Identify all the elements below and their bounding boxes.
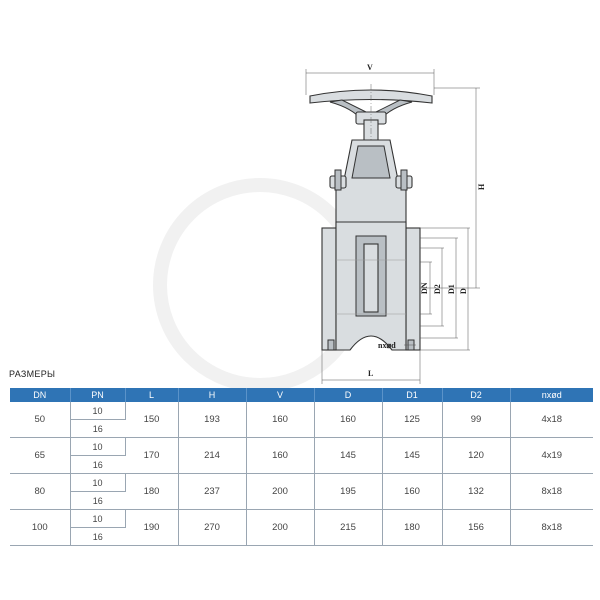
cell-d2: 99 <box>442 402 511 438</box>
cell-d: 215 <box>314 509 383 546</box>
label-nxd: nx⌀d <box>378 341 396 350</box>
cell-nxd: 8x18 <box>510 509 593 546</box>
cell-d2: 132 <box>442 473 511 510</box>
label-d2: D2 <box>433 284 442 294</box>
cell-h: 214 <box>178 437 247 474</box>
header-d1: D1 <box>382 388 443 402</box>
cell-pn: 16 <box>70 527 125 546</box>
cell-v: 160 <box>246 437 315 474</box>
header-h: H <box>178 388 247 402</box>
cell-d1: 180 <box>382 509 443 546</box>
cell-v: 200 <box>246 509 315 546</box>
cell-dn: 65 <box>10 437 71 474</box>
label-d: D <box>459 288 468 294</box>
cell-d1: 160 <box>382 473 443 510</box>
table-row: 50 10 150 193 160 160 125 99 4x18 <box>10 402 593 438</box>
header-pn: PN <box>70 388 126 402</box>
label-d1: D1 <box>447 284 456 294</box>
header-dn: DN <box>10 388 71 402</box>
label-h: H <box>477 183 486 190</box>
cell-pn: 16 <box>70 491 125 510</box>
dimensions-table: DN PN L H V D D1 D2 nxød 50 10 150 193 1… <box>10 388 593 546</box>
cell-l: 190 <box>125 509 179 546</box>
cell-d1: 145 <box>382 437 443 474</box>
header-d2: D2 <box>442 388 511 402</box>
cell-d: 160 <box>314 402 383 438</box>
cell-pn: 10 <box>70 437 126 456</box>
header-d: D <box>314 388 383 402</box>
cell-l: 180 <box>125 473 179 510</box>
cell-d2: 156 <box>442 509 511 546</box>
cell-l: 170 <box>125 437 179 474</box>
cell-nxd: 8x18 <box>510 473 593 510</box>
label-v: V <box>367 63 373 72</box>
cell-v: 200 <box>246 473 315 510</box>
table-row: 100 10 190 270 200 215 180 156 8x18 <box>10 509 593 546</box>
table-row: 80 10 180 237 200 195 160 132 8x18 <box>10 473 593 510</box>
cell-d: 195 <box>314 473 383 510</box>
header-nxd: nxød <box>510 388 593 402</box>
cell-pn: 16 <box>70 455 125 474</box>
cell-dn: 100 <box>10 509 71 546</box>
header-l: L <box>125 388 179 402</box>
table-row: 16 <box>10 527 593 546</box>
cell-h: 237 <box>178 473 247 510</box>
cell-d: 145 <box>314 437 383 474</box>
label-l: L <box>368 369 373 378</box>
bonnet <box>329 139 413 233</box>
cell-pn: 10 <box>70 402 126 420</box>
cell-l: 150 <box>125 402 179 438</box>
cell-nxd: 4x19 <box>510 437 593 474</box>
table-header-row: DN PN L H V D D1 D2 nxød <box>10 388 593 402</box>
cell-nxd: 4x18 <box>510 402 593 438</box>
table-row: 16 <box>10 491 593 510</box>
dimension-diameters: DN D2 D1 D <box>420 227 470 351</box>
label-dn: DN <box>420 282 429 294</box>
cell-pn: 10 <box>70 509 126 528</box>
cell-pn: 10 <box>70 473 126 492</box>
valve-body <box>321 221 421 351</box>
dimension-l: L <box>321 350 421 384</box>
cell-dn: 50 <box>10 402 71 438</box>
cell-v: 160 <box>246 402 315 438</box>
section-title: РАЗМЕРЫ <box>9 369 56 379</box>
cell-pn: 16 <box>70 419 125 438</box>
cell-d1: 125 <box>382 402 443 438</box>
dimension-h: H <box>420 87 486 289</box>
cell-dn: 80 <box>10 473 71 510</box>
valve-drawing: V H <box>153 63 486 390</box>
cell-d2: 120 <box>442 437 511 474</box>
cell-h: 270 <box>178 509 247 546</box>
table-row: 65 10 170 214 160 145 145 120 4x19 <box>10 437 593 474</box>
table-row: 16 <box>10 419 593 438</box>
table-row: 16 <box>10 455 593 474</box>
header-v: V <box>246 388 315 402</box>
cell-h: 193 <box>178 402 247 438</box>
dimension-v: V <box>305 63 435 95</box>
